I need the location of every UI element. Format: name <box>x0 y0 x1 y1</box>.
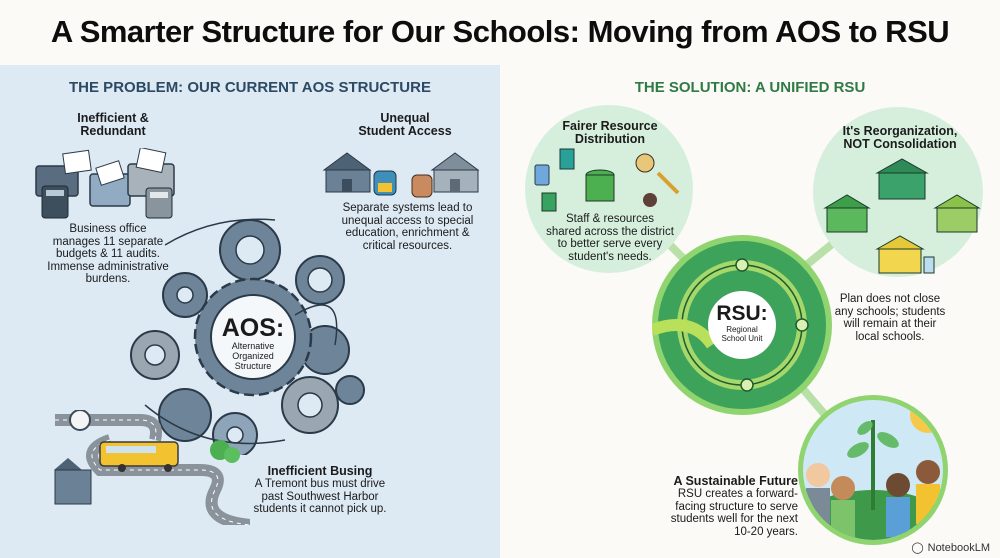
solution-item-reorganization: It's Reorganization,NOT Consolidation <box>842 124 958 151</box>
four-schools-icon <box>823 158 981 274</box>
problem-heading: THE PROBLEM: OUR CURRENT AOS STRUCTURE <box>69 79 431 96</box>
page-title: A Smarter Structure for Our Schools: Mov… <box>50 14 950 49</box>
solution-heading: THE SOLUTION: A UNIFIED RSU <box>634 79 866 96</box>
problem-panel: THE PROBLEM: OUR CURRENT AOS STRUCTURE I… <box>0 65 500 558</box>
problem-item-busing: Inefficient Busing A Tremont bus must dr… <box>253 464 387 516</box>
tangled-gears-icon <box>130 218 365 455</box>
problem-item-redundant: Inefficient &Redundant <box>77 111 149 138</box>
school-bus-route-icon <box>54 410 250 525</box>
notebooklm-logo-icon: ◯ <box>911 542 924 554</box>
rsu-cycle-icon <box>652 258 809 392</box>
sustainable-future-circle <box>798 395 948 545</box>
growing-plant-students-icon <box>803 400 943 540</box>
item-title: Inefficient & <box>77 111 149 125</box>
rsu-center <box>708 291 776 359</box>
notebooklm-watermark: ◯ NotebookLM <box>911 541 990 555</box>
split-schools-icon <box>322 152 480 198</box>
solution-panel: THE SOLUTION: A UNIFIED RSU Fairer Resou… <box>500 65 1000 558</box>
solution-item-sustainable: A Sustainable Future RSU creates a forwa… <box>670 474 798 538</box>
shared-resources-icon <box>534 148 680 212</box>
folders-calculators-icon <box>35 148 175 219</box>
